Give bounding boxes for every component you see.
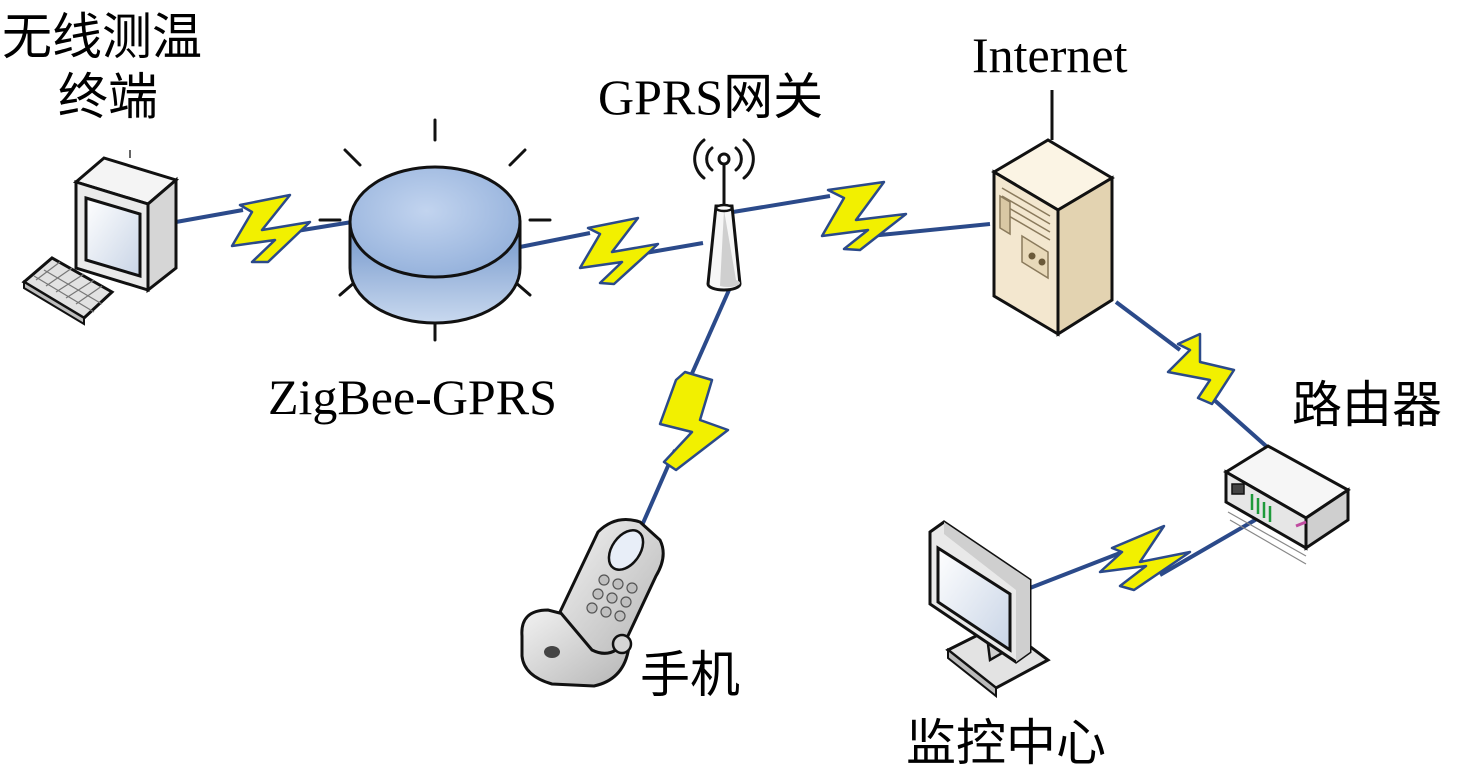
lightning-bolt bbox=[820, 180, 908, 252]
lcd-monitor-icon bbox=[928, 520, 1051, 699]
zigbee-coordinator-icon bbox=[318, 118, 552, 342]
router-icon bbox=[1223, 444, 1351, 565]
mobile-phone-icon bbox=[520, 518, 665, 688]
lightning-bolt bbox=[1098, 524, 1192, 592]
lightning-bolt bbox=[658, 370, 730, 472]
link-coordinator-gateway bbox=[519, 216, 704, 286]
lightning-bolt bbox=[578, 216, 660, 286]
internet-label: Internet bbox=[972, 27, 1128, 83]
server-tower-icon bbox=[991, 90, 1115, 337]
link-router-monitor bbox=[1029, 514, 1264, 592]
lightning-bolt bbox=[230, 193, 312, 264]
coordinator-label: ZigBee-GPRS bbox=[268, 369, 557, 425]
link-terminal-coordinator bbox=[175, 193, 353, 264]
terminal-label-line2: 终端 bbox=[58, 68, 158, 126]
link-gateway-internet bbox=[732, 180, 991, 252]
antenna-gateway-icon bbox=[693, 138, 755, 292]
link-internet-router bbox=[1114, 300, 1268, 448]
phone-label: 手机 bbox=[640, 646, 740, 704]
terminal-label-line1: 无线测温 bbox=[2, 8, 202, 66]
gateway-label: GPRS网关 bbox=[598, 69, 824, 125]
router-label: 路由器 bbox=[1292, 376, 1442, 434]
monitor-label: 监控中心 bbox=[906, 714, 1106, 772]
lightning-bolt bbox=[1166, 332, 1236, 406]
desktop-computer-icon bbox=[21, 150, 180, 326]
link-gateway-phone bbox=[638, 289, 731, 531]
